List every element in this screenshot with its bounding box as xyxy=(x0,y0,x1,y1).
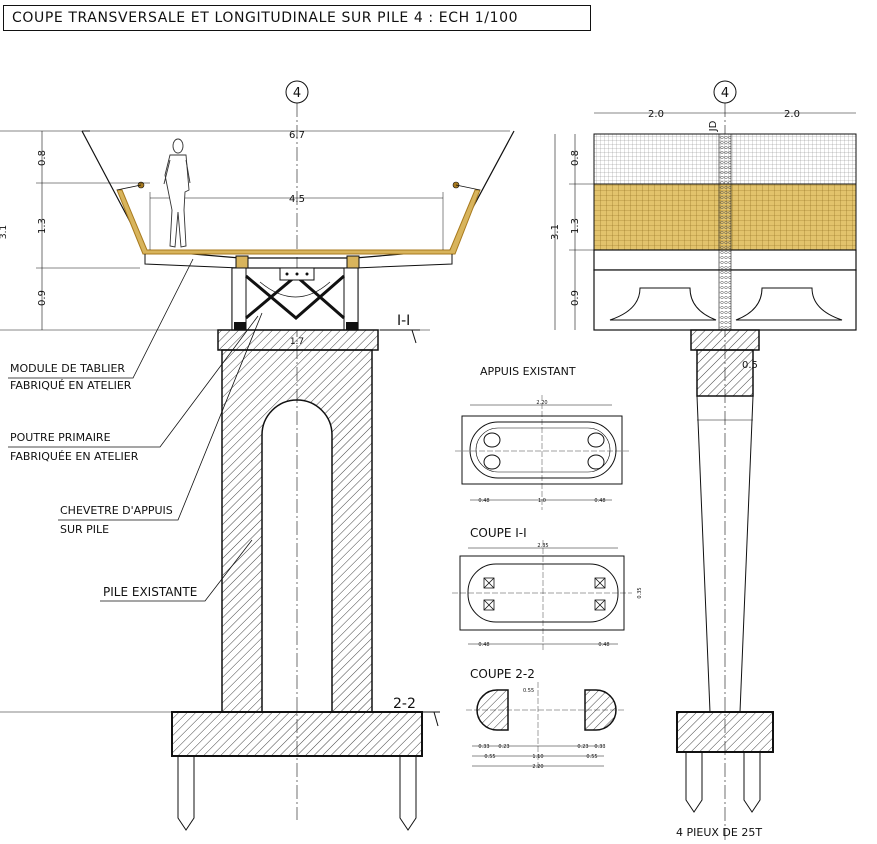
dim-half-right: 2.0 xyxy=(784,109,800,120)
dim-right-0-9: 0.9 xyxy=(570,290,581,306)
coupe22-e: 0.55 xyxy=(484,754,495,760)
callout-pile: PILE EXISTANTE xyxy=(103,585,197,599)
coupe22-total: 2.20 xyxy=(532,764,543,770)
coupe11-side: 0.35 xyxy=(637,587,643,598)
section-mark-2-2: 2-2 xyxy=(393,696,416,712)
longitudinal-section: 4 2.0 2.0 JD 0.8 1.3 0.9 3.1 0.5 4 PIEUX… xyxy=(550,80,857,840)
coupe-2-2-detail: COUPE 2-2 0.55 0.33 0.23 0.23 0.33 0.55 … xyxy=(466,667,626,770)
dim-right-0-8: 0.8 xyxy=(570,150,581,166)
dim-deck-width: 6.7 xyxy=(289,130,305,141)
dim-cap-width: 1.7 xyxy=(290,337,304,347)
pier-footing xyxy=(171,711,423,757)
dim-half-left: 2.0 xyxy=(648,109,664,120)
coupe22-c: 0.23 xyxy=(577,744,588,750)
dim-left-0-8: 0.8 xyxy=(37,150,48,166)
coupe22-d: 0.33 xyxy=(594,744,605,750)
coupe22-top: 0.55 xyxy=(523,688,534,694)
axis-marker-right-label: 4 xyxy=(721,86,729,101)
coupe11-right: 0.48 xyxy=(598,642,609,648)
coupe11-title: COUPE I-I xyxy=(470,526,527,540)
coupe11-left: 0.48 xyxy=(478,642,489,648)
dim-inner-width: 4.5 xyxy=(289,194,305,205)
callout-poutre: POUTRE PRIMAIRE xyxy=(10,431,111,444)
appuis-right: 0.48 xyxy=(594,498,605,504)
coupe22-title: COUPE 2-2 xyxy=(470,667,535,681)
appuis-left: 0.48 xyxy=(478,498,489,504)
axis-marker-left-label: 4 xyxy=(293,86,301,101)
callout-chevetre: CHEVETRE D'APPUIS xyxy=(60,504,173,517)
cross-section: 4 6.7 4.5 0.8 1.3 0.9 3.1 xyxy=(0,80,515,831)
coupe22-a: 0.33 xyxy=(478,744,489,750)
piles-label: 4 PIEUX DE 25T xyxy=(676,826,762,839)
dim-neck: 0.5 xyxy=(742,360,758,371)
drawing-title: COUPE TRANSVERSALE ET LONGITUDINALE SUR … xyxy=(3,5,591,31)
callout-module: MODULE DE TABLIER xyxy=(10,362,125,375)
dim-left-0-9: 0.9 xyxy=(37,290,48,306)
existing-pier xyxy=(221,349,373,713)
callout-module-2: FABRIQUÉ EN ATELIER xyxy=(10,379,132,392)
callout-poutre-2: FABRIQUÉE EN ATELIER xyxy=(10,450,139,463)
dim-left-1-3: 1.3 xyxy=(37,218,48,234)
dim-right-total: 3.1 xyxy=(550,224,561,240)
callout-chevetre-2: SUR PILE xyxy=(60,523,109,536)
coupe22-f: 0.55 xyxy=(586,754,597,760)
coupe-1-1-detail: COUPE I-I 2.35 0.48 0.48 0.35 xyxy=(452,526,643,652)
appuis-detail: APPUIS EXISTANT 2.20 0.48 1.0 0.48 xyxy=(455,365,630,510)
coupe22-b: 0.23 xyxy=(498,744,509,750)
dim-left-total: 3.1 xyxy=(0,225,9,239)
coupe22-mid: 1.10 xyxy=(532,754,543,760)
dim-right-1-3: 1.3 xyxy=(570,218,581,234)
joint-label: JD xyxy=(708,120,719,132)
person-figure xyxy=(163,138,191,248)
section-mark-1-1: I-I xyxy=(397,313,410,329)
appuis-title: APPUIS EXISTANT xyxy=(480,365,576,378)
